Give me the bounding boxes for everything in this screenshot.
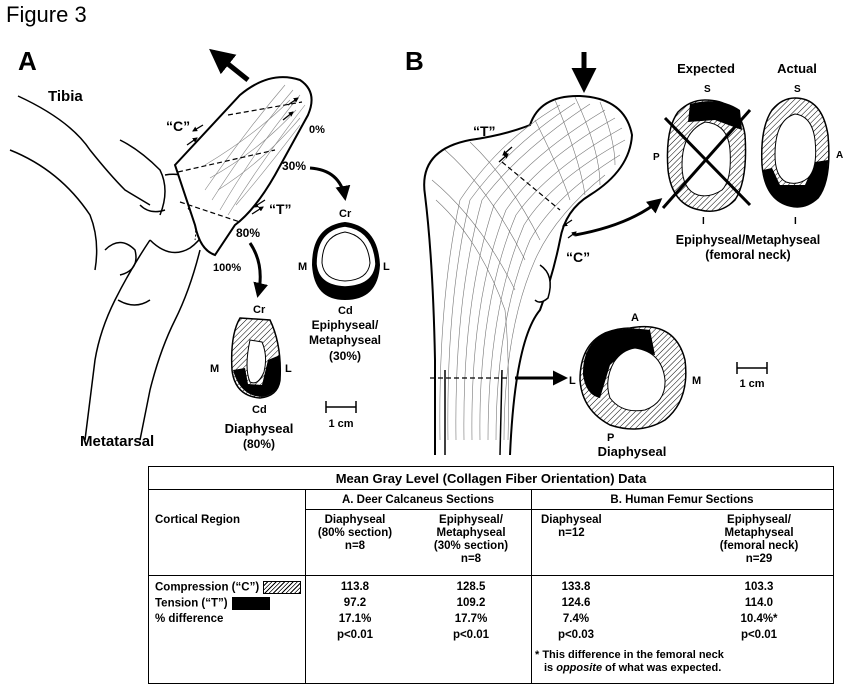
row-compression-label: Compression (“C”) (155, 581, 302, 595)
cell-r0c4: 103.3 (744, 581, 774, 593)
pct-100-label: 100% (213, 262, 241, 274)
tension-label-a: “T” (269, 201, 292, 217)
scale-bar-a (325, 401, 357, 413)
cell-r3c1: p<0.01 (336, 629, 374, 641)
s80-name2: (80%) (243, 437, 275, 451)
scale-bar-b (736, 362, 768, 374)
s80-bottom: Cd (252, 404, 267, 416)
s80-top: Cr (253, 304, 266, 316)
exp-p: P (653, 152, 660, 163)
panel-a-letter: A (18, 46, 37, 76)
pct-30-label: 30% (282, 159, 306, 173)
diaph-l: L (569, 375, 576, 387)
cell-r3c3: p<0.03 (557, 629, 595, 641)
cell-r2c2: 17.7% (454, 613, 488, 625)
panel-b: B (405, 46, 843, 459)
neck-section-expected (661, 99, 752, 212)
hock-bones (9, 95, 209, 441)
solid-swatch (231, 597, 270, 610)
footnote: * This difference in the femoral neck is… (535, 649, 724, 674)
col4-header: Epiphyseal/Metaphyseal(femoral neck)n=29 (719, 514, 799, 565)
s80-left: M (210, 363, 219, 375)
table-title: Mean Gray Level (Collagen Fiber Orientat… (335, 471, 647, 486)
s80-name1: Diaphyseal (225, 421, 294, 436)
col1-header: Diaphyseal(80% section)n=8 (317, 514, 393, 552)
s30-right: L (383, 261, 390, 273)
s30-top: Cr (339, 208, 352, 220)
act-a: A (836, 150, 843, 161)
act-s: S (794, 84, 801, 95)
actual-label: Actual (777, 61, 817, 76)
act-i: I (794, 216, 797, 227)
section-80 (230, 317, 282, 399)
compression-label-a: “C” (166, 118, 190, 134)
data-table: Mean Gray Level (Collagen Fiber Orientat… (148, 466, 834, 684)
panel-b-letter: B (405, 46, 424, 76)
cell-r0c3: 133.8 (561, 581, 591, 593)
figure-title: Figure 3 (6, 2, 87, 27)
s30-bottom: Cd (338, 305, 353, 317)
expected-label: Expected (677, 61, 735, 76)
row-diff-label: % difference (155, 613, 224, 625)
exp-i: I (702, 216, 705, 227)
cell-r2c3: 7.4% (562, 613, 590, 625)
panel-a: A (9, 46, 390, 451)
cell-r1c3: 124.6 (561, 597, 591, 609)
s30-name2: Metaphyseal (309, 333, 381, 347)
scale-b-label: 1 cm (739, 378, 764, 390)
calcaneus-bone (173, 76, 313, 257)
pct-80-label: 80% (236, 226, 260, 240)
s30-left: M (298, 261, 307, 273)
cell-r3c2: p<0.01 (452, 629, 490, 641)
force-arrow-a (209, 48, 250, 82)
hatch-swatch (263, 581, 302, 594)
pct-0-label: 0% (309, 124, 325, 136)
exp-s: S (704, 84, 711, 95)
s80-right: L (285, 363, 292, 375)
cell-r2c4: 10.4%* (740, 613, 778, 625)
s30-name1: Epiphyseal/ (312, 318, 379, 332)
tibia-label: Tibia (48, 88, 83, 105)
cell-r1c1: 97.2 (343, 597, 367, 609)
cell-r1c2: 109.2 (456, 597, 486, 609)
cell-r1c4: 114.0 (744, 597, 774, 609)
neck-name2: (femoral neck) (705, 248, 790, 262)
metatarsal-label: Metatarsal (80, 433, 154, 450)
compression-label-b: “C” (566, 249, 590, 265)
cell-r0c1: 113.8 (340, 581, 370, 593)
femur-bone (423, 94, 634, 456)
row-tension-label: Tension (“T”) (155, 597, 270, 611)
cell-r2c1: 17.1% (338, 613, 372, 625)
neck-section-actual (760, 97, 830, 208)
group-b-header: B. Human Femur Sections (610, 494, 754, 506)
diaph-m: M (692, 375, 701, 387)
s30-name3: (30%) (329, 349, 361, 363)
col2-header: Epiphyseal/Metaphyseal(30% section)n=8 (433, 514, 509, 565)
scale-a-label: 1 cm (328, 418, 353, 430)
figure-artwork: A (9, 46, 843, 459)
cell-r3c4: p<0.01 (740, 629, 778, 641)
diaph-name-b: Diaphyseal (598, 444, 667, 459)
section-30 (312, 222, 380, 300)
group-a-header: A. Deer Calcaneus Sections (341, 494, 495, 506)
diaph-a: A (631, 312, 639, 324)
diaph-section-b (579, 326, 687, 430)
tension-label-b: “T” (473, 123, 496, 139)
neck-name1: Epiphyseal/Metaphyseal (676, 233, 821, 247)
diaph-p: P (607, 432, 614, 444)
cell-r0c2: 128.5 (456, 581, 486, 593)
region-header: Cortical Region (155, 514, 240, 526)
